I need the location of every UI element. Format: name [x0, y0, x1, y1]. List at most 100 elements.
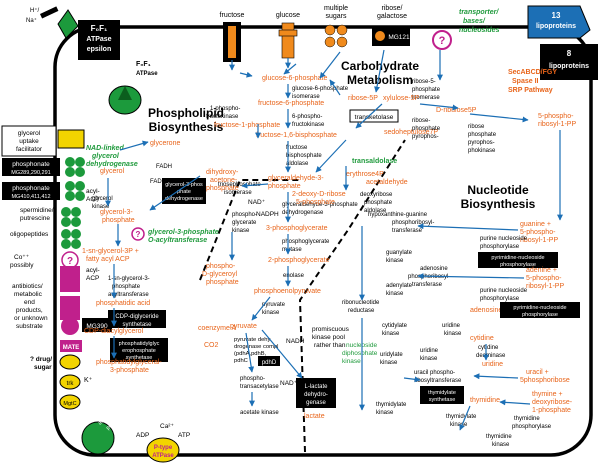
pdh-1: pyruvate dehy — [234, 337, 271, 343]
agpat-2: phosphate — [112, 284, 141, 290]
glpk-2: kinase — [92, 204, 110, 210]
multiple-sugars-transporter: multiple sugars — [324, 5, 348, 48]
uridine-kinase2-2: kinase — [420, 356, 438, 362]
g3p-2: phosphate — [102, 217, 135, 224]
trk-transporter: K⁺ trk — [59, 374, 93, 390]
ribose-phosph-2: phosphate — [412, 126, 441, 132]
amino-acid-permeases: amino acid permeases — [81, 403, 129, 455]
glycerol-uptake-line1: glycerol — [18, 130, 41, 137]
thymine-3: 1-phosphate — [532, 407, 571, 414]
gap-2: phosphate — [268, 183, 301, 190]
atpase-side-line2: ATPase — [136, 71, 158, 77]
r5p-isom-1: ribose-5- — [412, 79, 436, 85]
glycerone: glycerone — [150, 140, 180, 147]
ldh-2: dehydro- — [304, 392, 328, 398]
acyl-acp-1: acyl- — [86, 188, 100, 195]
ribose-label2: galactose — [377, 13, 407, 20]
pyr-nuc2-1: pyrimidine-nucleoside — [513, 305, 566, 311]
spermidine-transporter: spermidine/ putrescine — [20, 207, 81, 227]
lipoproteins-8-count: 8 — [567, 49, 572, 58]
prpp-1: 5-phospho- — [538, 113, 574, 120]
acetate-kinase: acetate kinase — [240, 410, 279, 416]
k-plus-label: K⁺ — [84, 377, 93, 384]
mgtc-label: MgtC — [63, 401, 76, 407]
uridylate-1: uridylate — [380, 352, 403, 358]
cytidylate-1: cytidylate — [382, 323, 408, 329]
thymidylate-synth-1: thymidylate — [428, 390, 456, 396]
g6p-isomerase-1: glucose-6-phosphate — [292, 86, 349, 92]
transporter-question: ? transporter/ bases/ nucleosides — [432, 9, 500, 50]
glycerol: glycerol — [100, 168, 125, 175]
uridine-kinase-1: uridine — [442, 323, 461, 329]
cdp-diacylglycerol: CDP-diacylglycerol — [84, 328, 144, 335]
tpi-2: isomerase — [224, 190, 252, 196]
mate-label: MATE — [63, 345, 80, 351]
acyl-acp-2: ACP — [86, 196, 99, 203]
adenylate-2: kinase — [386, 291, 404, 297]
bpg-2: D-glyceroyl — [202, 271, 237, 278]
glycerol-uptake-line2: uptake — [19, 138, 39, 145]
g3p-dh-1: glycerol-3-phos — [165, 182, 203, 188]
aldolase-1: fructose — [286, 145, 308, 151]
glucose-label: glucose — [276, 12, 300, 19]
g3p-oacyl-1: glycerol-3-phosphate — [147, 229, 219, 236]
phosphonate2-line2: MG410,411,412 — [11, 194, 50, 200]
glycerol-uptake-line3: facilitator — [16, 146, 43, 153]
g3p-dh-2: phate — [177, 189, 191, 195]
deoxyribose-5p-2: 5-phosphate — [296, 199, 335, 206]
cds-1: CDP-diglyceride — [115, 314, 159, 320]
dhap-2: acetone- — [210, 177, 238, 184]
ndk-3: kinase — [342, 358, 361, 365]
transporter-note2: bases/ — [463, 18, 486, 25]
tdk-1: thymidine — [514, 416, 540, 422]
phosphoenolpyruvate: phosphoenolpyruvate — [254, 288, 321, 295]
secretion-line1: SecABCD/FGY — [508, 69, 557, 76]
drug-sugar-line2: sugar — [34, 364, 52, 371]
aprt-2: phosphoribosyl- — [408, 274, 450, 280]
erythrose-4p: erythrose4P — [346, 171, 384, 178]
drug-sugar-line1: ? drug/ — [30, 356, 52, 363]
title-carbohydrate-1: Carbohydrate — [341, 59, 419, 73]
ion-na: Na⁺ — [26, 17, 37, 24]
cobalt-line1: Co⁺⁺ — [14, 254, 30, 261]
ribose-phosph-1: ribose- — [412, 118, 430, 124]
pyr-nuc1-2: phosphorylase — [500, 262, 536, 268]
divider-right — [298, 139, 406, 453]
gap-1: glyceraldehyde-3- — [268, 175, 324, 182]
thymine-1: thymine + — [532, 391, 563, 398]
nadh-label: NADH — [286, 338, 305, 345]
pfk1-1: 1-phospho- — [210, 106, 240, 112]
pdhd-label: pdhD — [262, 360, 277, 366]
phosphonate2-line1: phosphonate — [12, 185, 50, 192]
guanine-3: ribosyl-1-PP — [520, 237, 558, 244]
pgm-2: mutase — [282, 247, 302, 253]
aprt-1: adenosine — [420, 266, 448, 272]
antibiotics-line2: metabolic — [14, 291, 43, 298]
g3p-oacyl-2: O-acyltransferase — [148, 237, 207, 244]
agpat-3: acyltransferase — [108, 292, 149, 298]
aldolase-2: bisphosphate — [286, 153, 322, 159]
g3p-1: glycerol-3- — [100, 209, 133, 216]
dhap-3: phosphate — [206, 185, 239, 192]
d-ribulose-5p: D-ribulose5P — [436, 107, 477, 114]
secretion-line3: SRP Pathway — [508, 87, 553, 94]
prpp-2: ribosyl-1-PP — [538, 121, 576, 128]
ribose-label1: ribose/ — [381, 5, 402, 12]
atpase-epsilon-line1: F₀F₁ — [91, 24, 108, 33]
sn-glycerol-2: fatty acyl ACP — [86, 256, 130, 263]
fad-label: FAD⁺ — [150, 178, 165, 185]
drug-sugar-transporter: ? drug/ sugar — [30, 354, 81, 371]
uprt-2: ribosyltransferase — [414, 378, 462, 384]
atp-label: ATP — [178, 432, 190, 439]
ribose-galactose-transporter: ribose/ galactose MG121 — [372, 5, 410, 46]
secretion-line2: Spase II — [512, 78, 539, 85]
pgk-2: glycerate — [232, 220, 257, 226]
pdh-4: pdhC — [234, 358, 248, 364]
pgp-1: phosphatidylglyceral- — [96, 359, 162, 366]
dra-1: deoxyribose — [360, 192, 393, 198]
acetaldehyde: acetaldehyde — [366, 179, 408, 186]
oligopeptides-label: oligopeptides — [10, 231, 49, 238]
glycolysis-pathway: glucose-6-phosphate glucose-6-phosphate … — [198, 75, 358, 420]
pnp1-1: purine nucleoside — [480, 236, 528, 242]
trk-label: trk — [67, 381, 75, 387]
